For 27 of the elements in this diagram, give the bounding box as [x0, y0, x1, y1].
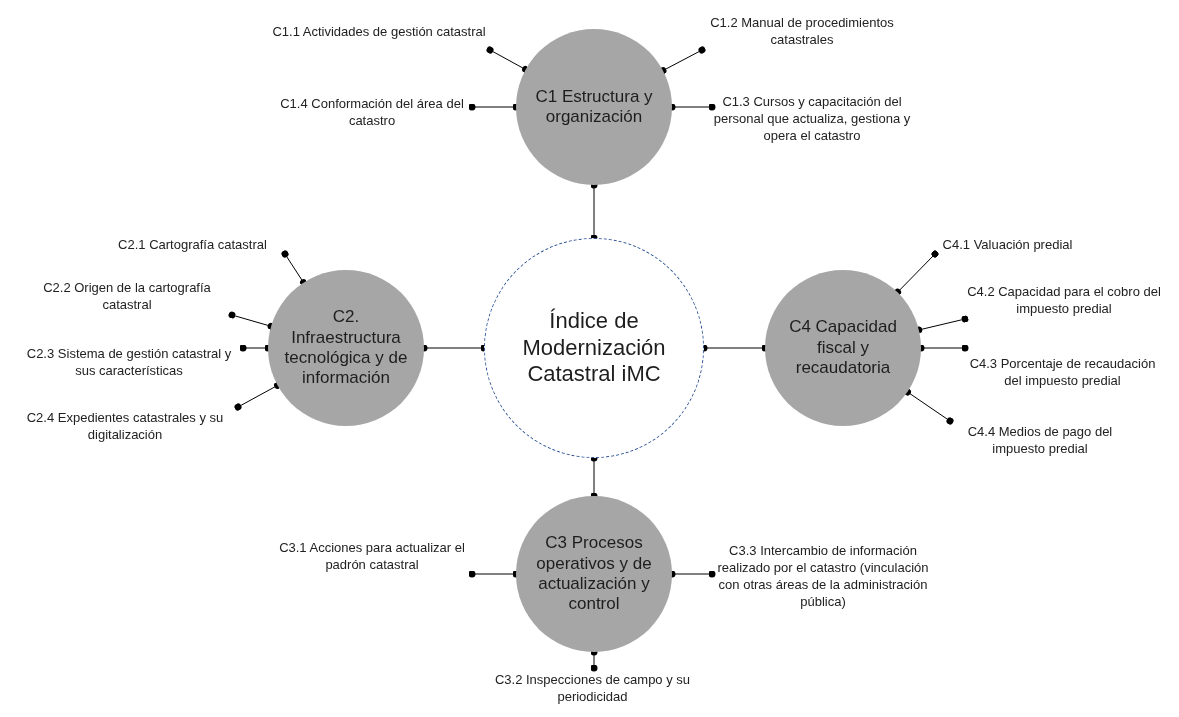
circle-title: Índice de Modernización Catastral iMC: [521, 308, 667, 388]
subcomponent-text: C4.4 Medios de pago del impuesto predial: [950, 421, 1130, 459]
connector-line: [659, 46, 706, 75]
circle-title: C1 Estructura y organización: [534, 86, 654, 128]
subcomponent-text: C1.4 Conformación del área del catastro: [272, 93, 472, 131]
subcomponent-text: C1.2 Manual de procedimientos catastrales: [702, 12, 902, 50]
subcomponent-text: C2.4 Expedientes catastrales y su digitalización: [12, 407, 238, 445]
subcomponent-text: C2.2 Origen de la cartografía catastral: [22, 277, 232, 315]
connector-line: [894, 250, 939, 296]
subcomponent-text: C1.1 Actividades de gestión catastral: [268, 12, 490, 50]
connector-line: [915, 315, 969, 334]
connector-line: [903, 388, 954, 425]
connector-line: [486, 46, 530, 73]
subcomponent-text: C4.1 Valuación predial: [935, 234, 1080, 254]
connector-line: [281, 250, 308, 287]
circle-title: C2. Infraestructura tecnológica y de información: [283, 307, 409, 389]
subcomponent-text: C2.1 Cartografía catastral: [100, 234, 285, 254]
subcomponent-text: C3.1 Acciones para actualizar el padrón catastral: [272, 537, 472, 575]
subcomponent-text: C3.3 Intercambio de información realizado por el catastro (vinculación con otras áreas de la administración pública): [712, 536, 934, 616]
circle-title: C4 Capacidad fiscal y recaudatoria: [788, 317, 898, 379]
circle-title: C3 Procesos operativos y de actualización y control: [535, 533, 653, 615]
connector-line: [234, 381, 282, 411]
subcomponent-text: C4.3 Porcentaje de recaudación del impuesto predial: [965, 342, 1160, 402]
subcomponent-text: C4.2 Capacidad para el cobro del impuesto predial: [965, 281, 1163, 319]
subcomponent-text: C3.2 Inspecciones de campo y su periodicidad: [470, 668, 715, 708]
subcomponent-text: C2.3 Sistema de gestión catastral y sus características: [15, 343, 243, 381]
subcomponent-text: C1.3 Cursos y capacitación del personal que actualiza, gestiona y opera el catastro: [712, 88, 912, 148]
